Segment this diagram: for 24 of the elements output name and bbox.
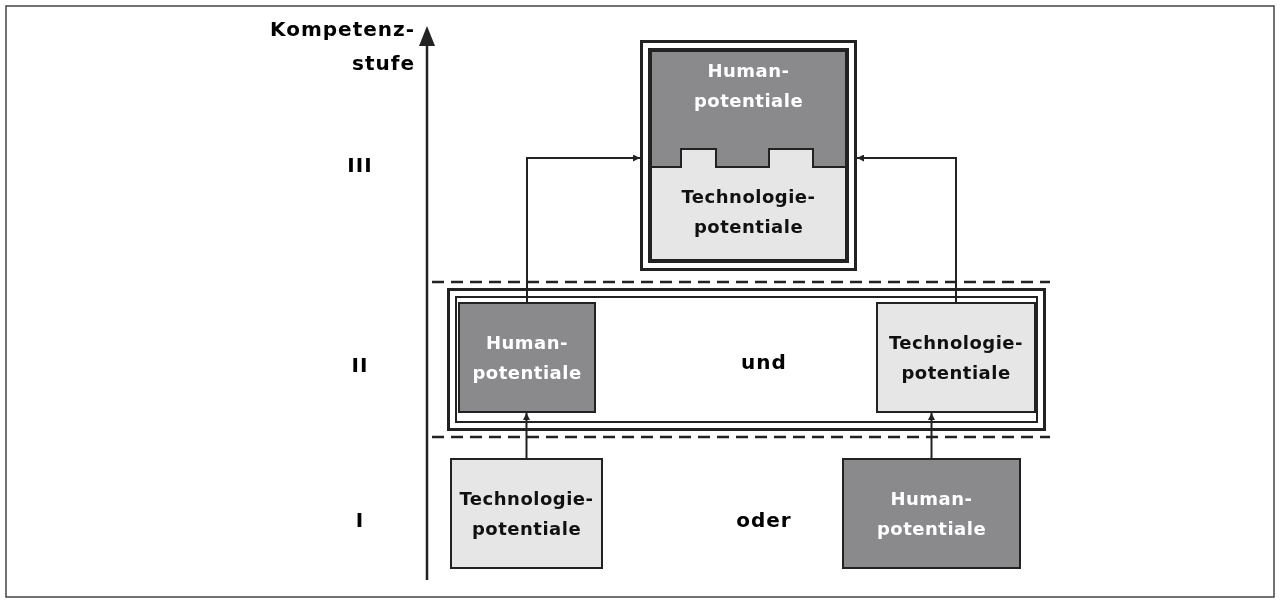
process-box <box>458 302 596 413</box>
puzzle-piece <box>650 50 847 168</box>
group-frame <box>447 288 1046 431</box>
arrow <box>523 412 530 459</box>
process-box <box>876 302 1036 413</box>
process-box <box>842 458 1021 569</box>
level-number: III <box>346 152 374 179</box>
puzzle-piece <box>650 168 847 261</box>
level-number: I <box>354 507 366 534</box>
axis-title: Kompetenz- stufe <box>269 16 415 77</box>
process-box <box>450 458 603 569</box>
level-number: II <box>350 352 370 379</box>
box-label: Human- potentiale <box>692 59 805 113</box>
box-label: Human- potentiale <box>471 330 583 385</box>
box-label: Technologie- potentiale <box>458 486 595 541</box>
connector-word: oder <box>735 507 793 534</box>
connector-word: und <box>740 349 788 376</box>
box-label: Technologie- potentiale <box>680 184 817 239</box>
box-label: Technologie- potentiale <box>888 330 1024 385</box>
arrow <box>526 154 641 303</box>
group-frame <box>640 40 857 271</box>
box-label: Human- potentiale <box>875 486 988 541</box>
arrow <box>928 412 935 459</box>
arrow <box>856 154 957 303</box>
